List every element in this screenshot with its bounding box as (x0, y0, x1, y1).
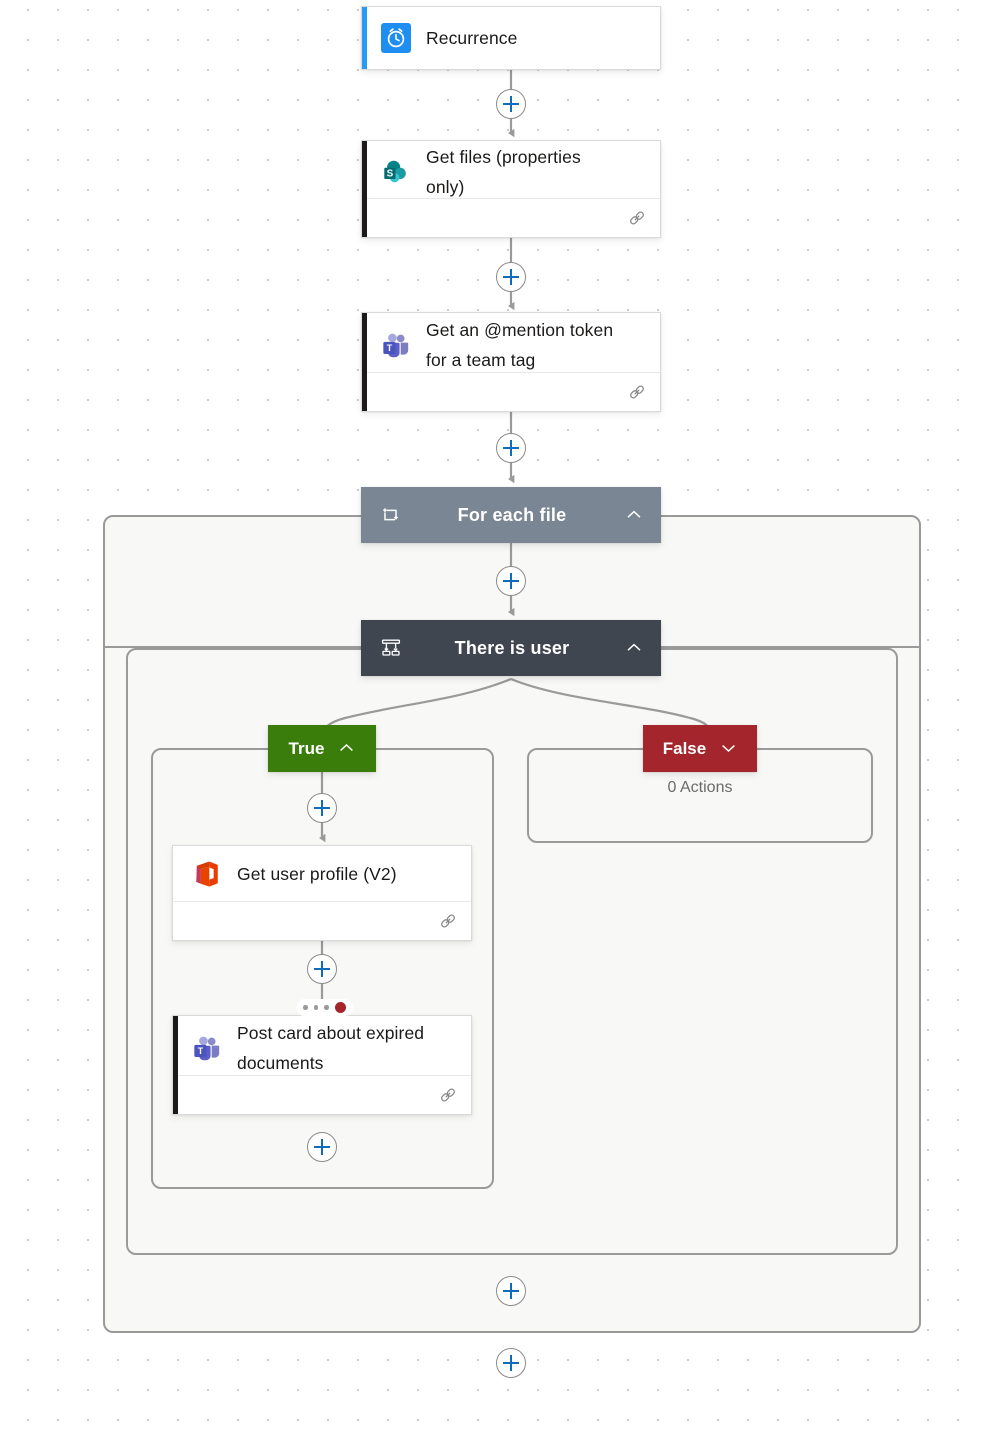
loop-icon (379, 503, 403, 527)
status-dot (303, 1005, 308, 1010)
chevron-up-icon[interactable] (621, 508, 647, 522)
action-accent-bar (362, 313, 367, 411)
connection-link-icon[interactable] (628, 209, 646, 227)
branch-chip-true[interactable]: True (268, 725, 376, 772)
chevron-down-icon[interactable] (720, 739, 737, 759)
action-card-get-files[interactable]: S Get files (properties only) (361, 140, 661, 238)
recurrence-clock-icon (380, 22, 412, 54)
status-error-dot (334, 1002, 346, 1013)
add-step-after-post-card[interactable] (307, 1132, 337, 1162)
connection-link-icon[interactable] (439, 1086, 457, 1104)
trigger-accent-bar (362, 7, 367, 69)
add-step-after-get-files[interactable] (496, 262, 526, 292)
card-footer (362, 372, 660, 411)
scope-title: There is user (454, 637, 570, 658)
status-dot (324, 1005, 329, 1010)
svg-text:T: T (387, 342, 393, 352)
card-body: Recurrence (362, 7, 660, 69)
add-step-inside-for-each-top[interactable] (496, 566, 526, 596)
chevron-up-icon[interactable] (338, 739, 355, 759)
card-body: T Get an @mention token for a team tag (362, 313, 660, 372)
connection-link-icon[interactable] (628, 383, 646, 401)
add-step-end-of-for-each[interactable] (496, 1276, 526, 1306)
card-body: S Get files (properties only) (362, 141, 660, 198)
card-body: T Post card about expired documents (173, 1016, 471, 1075)
teams-icon: T (191, 1032, 223, 1064)
false-branch-empty-text: 0 Actions (667, 779, 733, 796)
card-footer (173, 901, 471, 940)
connection-link-icon[interactable] (439, 912, 457, 930)
branch-label: True (288, 738, 325, 758)
card-footer (173, 1075, 471, 1114)
card-title: Recurrence (426, 28, 518, 48)
action-card-get-mention-token[interactable]: T Get an @mention token for a team tag (361, 312, 661, 412)
card-footer (362, 198, 660, 237)
post-card-status-badge (296, 999, 353, 1016)
card-title: Post card about expired documents (237, 1022, 425, 1073)
card-title: Get an @mention token for a team tag (426, 319, 614, 370)
add-step-after-mention-token[interactable] (496, 433, 526, 463)
chevron-up-icon[interactable] (621, 641, 647, 655)
svg-text:S: S (387, 168, 394, 179)
action-card-post-card[interactable]: T Post card about expired documents (172, 1015, 472, 1115)
teams-icon: T (380, 329, 412, 361)
add-step-after-recurrence[interactable] (496, 89, 526, 119)
card-body: Get user profile (V2) (173, 846, 471, 901)
add-step-after-get-user-profile[interactable] (307, 954, 337, 984)
office365-icon (191, 858, 223, 890)
add-step-end-of-flow[interactable] (496, 1348, 526, 1378)
scope-header-there-is-user[interactable]: There is user (361, 620, 661, 676)
svg-text:T: T (198, 1045, 204, 1055)
action-card-get-user-profile[interactable]: Get user profile (V2) (172, 845, 472, 941)
sharepoint-icon: S (380, 156, 412, 188)
condition-icon (379, 636, 403, 660)
action-accent-bar (362, 141, 367, 237)
action-card-recurrence[interactable]: Recurrence (361, 6, 661, 70)
scope-header-for-each-file[interactable]: For each file (361, 487, 661, 543)
branch-chip-false[interactable]: False (643, 725, 757, 772)
scope-title: For each file (457, 504, 567, 525)
branch-label: False (662, 738, 707, 758)
action-accent-bar (173, 1016, 178, 1114)
add-step-after-true-branch[interactable] (307, 793, 337, 823)
card-title: Get files (properties only) (426, 146, 581, 197)
status-dot (313, 1005, 318, 1010)
card-title: Get user profile (V2) (237, 863, 397, 884)
